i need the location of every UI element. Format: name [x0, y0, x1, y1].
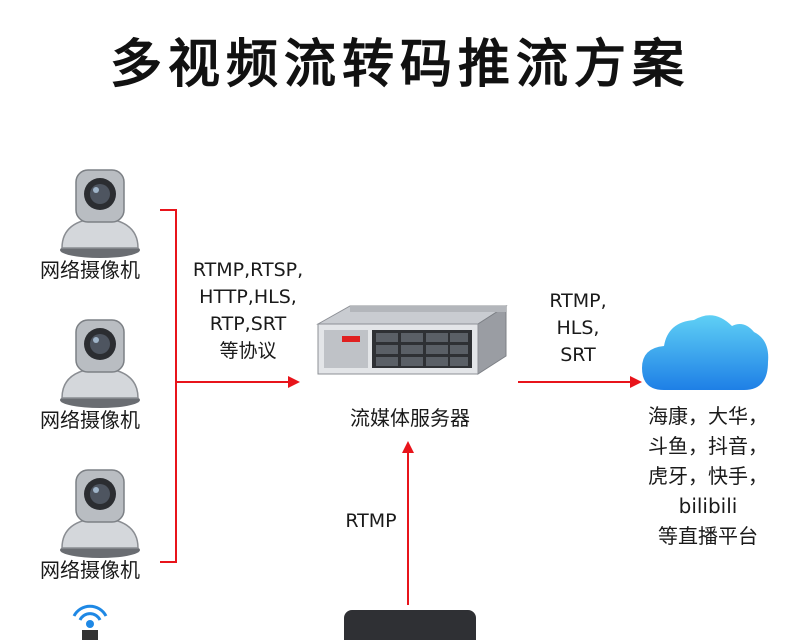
camera-bracket-line	[160, 209, 177, 563]
protocol-line: SRT	[560, 344, 596, 366]
platform-list: 海康，大华， 斗鱼，抖音， 虎牙，快手， bilibili 等直播平台	[628, 401, 788, 551]
camera-label: 网络摄像机	[40, 258, 140, 282]
bottom-protocol: RTMP	[345, 510, 397, 532]
camera-label: 网络摄像机	[40, 408, 140, 432]
protocol-line: RTMP,	[549, 290, 607, 312]
protocol-line: RTMP,RTSP,	[192, 259, 304, 281]
server-label: 流媒体服务器	[350, 406, 470, 430]
platform-line: bilibili	[678, 494, 738, 518]
platform-line: 斗鱼，抖音，	[648, 434, 768, 458]
protocol-line: HLS,	[556, 317, 600, 339]
input-protocols: RTMP,RTSP, HTTP,HLS, RTP,SRT 等协议	[176, 257, 320, 365]
wireless-encoder-icon	[72, 604, 108, 640]
ptz-camera-icon	[60, 469, 140, 558]
protocol-line: RTP,SRT	[209, 313, 287, 335]
protocol-line: 等协议	[219, 340, 277, 362]
encoder-device-icon	[344, 610, 476, 640]
output-protocols: RTMP, HLS, SRT	[526, 288, 630, 369]
page-title: 多视频流转码推流方案	[109, 35, 690, 95]
platform-line: 海康，大华，	[648, 404, 768, 428]
protocol-line: HTTP,HLS,	[199, 286, 297, 308]
platform-line: 等直播平台	[658, 524, 758, 548]
platform-line: 虎牙，快手，	[648, 464, 768, 488]
ptz-camera-icon	[60, 169, 140, 258]
ptz-camera-icon	[60, 319, 140, 408]
rack-server-icon	[316, 305, 508, 375]
camera-label: 网络摄像机	[40, 558, 140, 582]
cloud-icon	[642, 315, 769, 390]
